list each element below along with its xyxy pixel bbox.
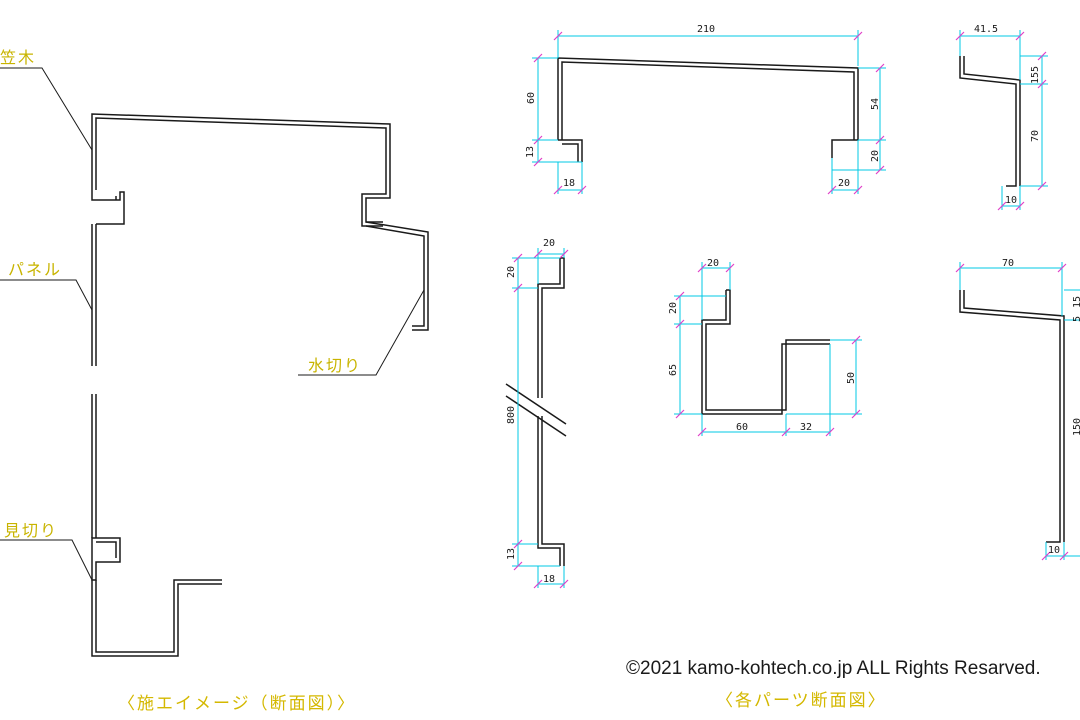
dim-20-right: 20	[870, 150, 881, 162]
dim-15-top: 15	[1030, 72, 1041, 84]
dim-70-top: 70	[1030, 130, 1041, 142]
kasagi-clip-left	[91, 190, 125, 225]
label-mikiri: 見切り	[4, 521, 58, 540]
caption-assembly: 〈施エイメージ（断面図）〉	[118, 694, 356, 714]
assembly-section: 笠木 パネル 水切り 見切り	[0, 48, 429, 657]
dim-150: 150	[1072, 418, 1080, 436]
dim-13-panel: 13	[506, 548, 517, 560]
dim-20-panel-side: 20	[506, 266, 517, 278]
label-mizukiri: 水切り	[308, 356, 362, 375]
copyright-notice: ©2021 kamo-kohtech.co.jp ALL Rights Resa…	[626, 658, 1041, 679]
panel-line	[91, 224, 97, 538]
part-kasagi: 210 60 13 18 54 20 20	[525, 24, 886, 195]
part-clip-top-right: 41.5 5 15 70 10	[955, 24, 1048, 211]
part-mizukiri-profile	[959, 290, 1065, 543]
dim-210: 210	[697, 24, 715, 35]
base-step	[91, 579, 222, 657]
dim-15-mizukiri: 15	[1072, 296, 1080, 308]
part-mikiri-profile	[701, 289, 830, 415]
dim-5-mizukiri: 5	[1072, 316, 1080, 322]
dim-54: 54	[870, 98, 881, 110]
mizukiri-leader	[298, 289, 425, 376]
dim-65: 65	[668, 364, 679, 376]
part-panel: 20 20 800 13 18	[505, 238, 569, 589]
dim-60: 60	[526, 92, 537, 104]
dim-18-top: 18	[563, 178, 575, 189]
mikiri-profile	[91, 537, 121, 581]
dim-20-panel-top: 20	[543, 238, 555, 249]
part-panel-profile	[537, 257, 565, 566]
dim-800: 800	[506, 406, 517, 424]
dim-70-mizukiri: 70	[1002, 258, 1014, 269]
kasagi-leader	[0, 67, 93, 151]
dim-32: 32	[800, 422, 812, 433]
dim-10-mizukiri: 10	[1048, 545, 1060, 556]
dim-5-top: 5	[1030, 66, 1041, 72]
dim-10-top: 10	[1005, 195, 1017, 206]
label-panel: パネル	[8, 260, 62, 279]
mizukiri-profile	[365, 221, 429, 331]
panel-leader	[0, 279, 93, 311]
kasagi-profile	[91, 113, 391, 227]
dim-13-top: 13	[525, 146, 536, 158]
part-kasagi-profile	[557, 57, 859, 162]
dim-41-5: 41.5	[974, 24, 998, 35]
dim-20-bottom: 20	[838, 178, 850, 189]
mikiri-leader	[0, 539, 93, 581]
dim-20-mikiri-side: 20	[668, 302, 679, 314]
dim-18-panel: 18	[543, 574, 555, 585]
label-kasagi: 笠木	[0, 48, 36, 67]
part-clip-top-profile	[959, 56, 1021, 187]
panel-break-mark	[505, 383, 567, 437]
part-mikiri: 20 20 65 50 60 32	[668, 258, 862, 437]
caption-parts: 〈各パーツ断面図〉	[716, 691, 887, 711]
dim-50: 50	[846, 372, 857, 384]
part-mizukiri: 70 5 15 150 10	[955, 258, 1080, 561]
dim-60-mikiri: 60	[736, 422, 748, 433]
dim-20-mikiri-top: 20	[707, 258, 719, 269]
